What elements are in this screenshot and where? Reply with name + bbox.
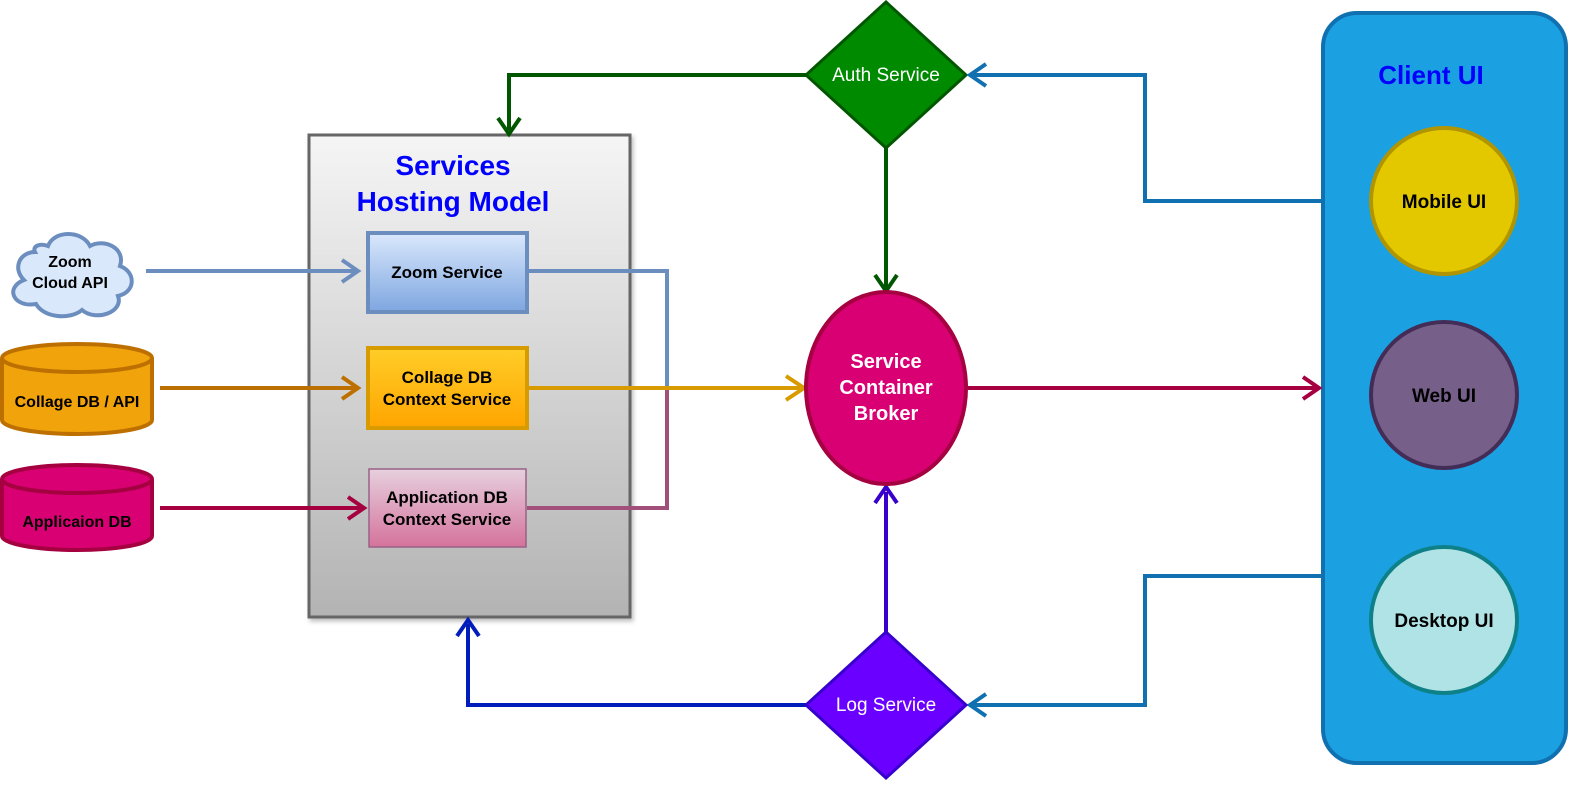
zoom-service-to-broker-connector xyxy=(528,269,669,388)
collage-db-api-label: Collage DB / API xyxy=(15,394,140,411)
collage-context-service-node[interactable] xyxy=(366,346,529,430)
log-to-hosting-arrowhead xyxy=(455,616,481,638)
application-context-service-line1: Application DB xyxy=(386,488,508,507)
desktop-ui-label: Desktop UI xyxy=(1394,611,1493,632)
client-ui-title: Client UI xyxy=(1378,60,1483,90)
collage-db-api-node[interactable] xyxy=(0,342,154,436)
zoom-cloud-api-line1: Zoom xyxy=(48,254,92,271)
desktop-ui-to-log-connector xyxy=(972,574,1323,707)
zoom-cloud-arrowhead xyxy=(340,258,362,284)
mobile-ui-to-auth-connector xyxy=(972,73,1323,203)
hosting-model-title-line2: Hosting Model xyxy=(357,186,550,217)
broker-label-line2: Container xyxy=(839,377,933,399)
log-service-node[interactable] xyxy=(803,629,969,781)
application-db-node[interactable] xyxy=(0,463,154,552)
application-db-arrowhead xyxy=(346,495,368,521)
broker-label-line3: Broker xyxy=(854,403,919,425)
client-to-log-arrowhead xyxy=(966,692,988,718)
broker-label-line1: Service xyxy=(850,351,921,373)
desktop-ui-node[interactable] xyxy=(1369,545,1519,695)
zoom-service-label: Zoom Service xyxy=(391,263,503,282)
log-service-label: Log Service xyxy=(836,695,936,716)
collage-context-service-line1: Collage DB xyxy=(402,368,493,387)
application-context-service-node[interactable] xyxy=(368,468,527,548)
mobile-ui-node[interactable] xyxy=(1369,126,1519,276)
zoom-cloud-api-node[interactable] xyxy=(11,232,134,319)
zoom-cloud-api-line2: Cloud API xyxy=(32,275,108,292)
auth-service-node[interactable] xyxy=(803,0,969,151)
log-to-broker-arrowhead xyxy=(873,483,899,505)
mobile-ui-label: Mobile UI xyxy=(1402,192,1486,213)
auth-service-label: Auth Service xyxy=(832,65,940,86)
client-to-auth-arrowhead xyxy=(966,62,988,88)
auth-to-hosting-arrowhead xyxy=(496,116,522,138)
auth-to-hosting-model-arrow xyxy=(507,73,808,130)
log-to-hosting-model-arrow xyxy=(466,624,808,707)
application-service-to-broker-connector xyxy=(527,388,669,510)
hosting-model-title-line1: Services xyxy=(395,150,510,181)
broker-to-client-arrowhead xyxy=(1301,375,1323,401)
web-ui-label: Web UI xyxy=(1412,386,1476,407)
zoom-service-node[interactable] xyxy=(366,231,529,314)
application-context-service-line2: Context Service xyxy=(383,510,512,529)
web-ui-node[interactable] xyxy=(1369,320,1519,470)
service-container-broker-node[interactable] xyxy=(804,290,968,486)
application-db-label: Applicaion DB xyxy=(22,514,131,531)
collage-db-arrowhead xyxy=(340,375,362,401)
collage-context-service-line2: Context Service xyxy=(383,390,512,409)
